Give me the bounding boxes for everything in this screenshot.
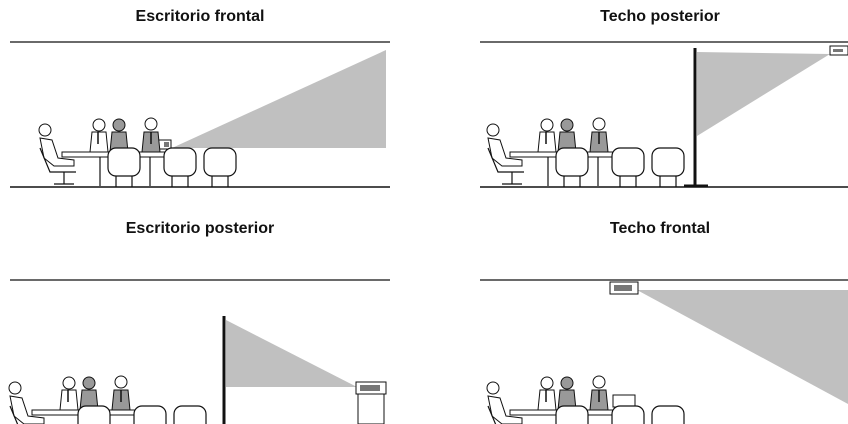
chair-back-1 (555, 405, 589, 424)
person-seated-left (486, 123, 523, 167)
projection-beam (637, 290, 848, 404)
panel-title: Escritorio frontal (135, 8, 265, 25)
chair-back-3 (203, 147, 237, 187)
chair-back-3 (173, 405, 207, 424)
chair-left (9, 405, 19, 424)
person-seated-left (8, 381, 45, 424)
chair-back-1 (555, 147, 589, 187)
person-standing-2 (557, 118, 577, 153)
chair-back-2 (133, 405, 167, 424)
chair-back-1 (107, 147, 141, 187)
laptop (612, 394, 636, 408)
projection-beam (226, 320, 357, 387)
panel-title: Techo frontal (609, 220, 711, 237)
projector (829, 45, 848, 56)
meeting-group (38, 117, 237, 187)
chair-back-2 (163, 147, 197, 187)
panel-ceiling-rear: Techo posterior (424, 0, 848, 212)
person-standing-3 (111, 375, 131, 411)
panel-ceiling-front: Techo frontal (424, 212, 848, 424)
chair-left (39, 147, 76, 173)
scene-ceiling-rear (480, 41, 848, 188)
meeting-group (486, 375, 685, 424)
panel-desk-rear: Escritorio posterior (0, 212, 424, 424)
chair-back-2 (611, 405, 645, 424)
panel-title: Escritorio posterior (125, 220, 275, 237)
meeting-group (8, 375, 207, 424)
meeting-group (486, 117, 685, 187)
scene-ceiling-front (480, 279, 848, 424)
person-seated-left (486, 381, 523, 424)
chair-back-2 (611, 147, 645, 187)
projector (609, 281, 639, 295)
chair-left (487, 147, 524, 173)
person-standing-2 (109, 118, 129, 153)
person-standing-3 (141, 117, 161, 153)
person-standing-3 (589, 117, 609, 153)
person-standing-1 (537, 118, 557, 153)
person-standing-1 (537, 376, 557, 411)
chair-back-1 (77, 405, 111, 424)
person-standing-1 (59, 376, 79, 411)
person-standing-2 (557, 376, 577, 411)
person-seated-left (38, 123, 75, 167)
person-standing-2 (79, 376, 99, 411)
panel-desk-front: Escritorio frontal (0, 0, 424, 212)
scene-desk-front (10, 41, 390, 188)
person-standing-1 (89, 118, 109, 153)
chair-left (487, 405, 497, 424)
chair-back-3 (651, 405, 685, 424)
scene-desk-rear (8, 279, 390, 424)
projection-beam (697, 52, 830, 136)
chair-back-3 (651, 147, 685, 187)
projection-beam (172, 50, 386, 148)
projector (355, 381, 387, 424)
person-standing-3 (589, 375, 609, 411)
panel-title: Techo posterior (600, 8, 720, 25)
